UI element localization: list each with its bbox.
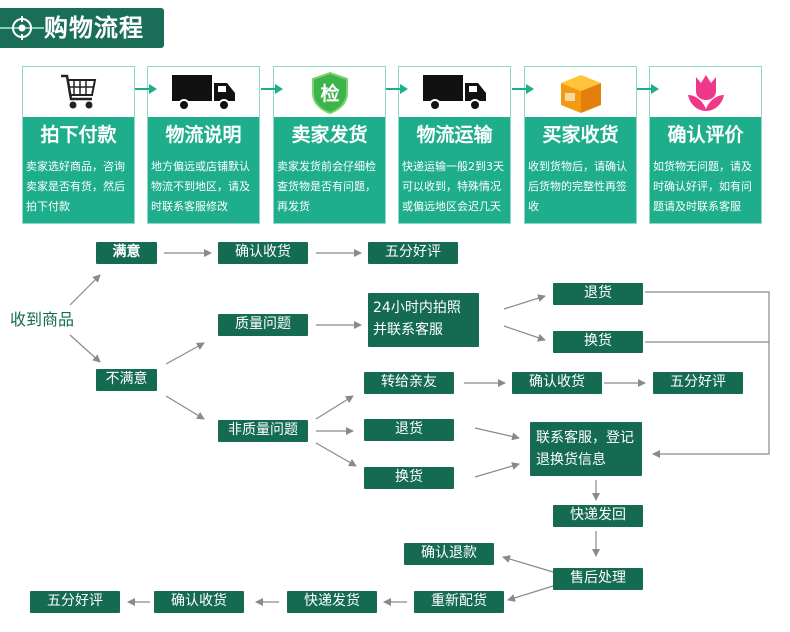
delivery-truck-icon bbox=[172, 75, 235, 111]
step-card-buyer-receive: 买家收货 收到货物后，请确认后货物的完整性再签收 bbox=[524, 66, 637, 224]
step-title: 物流运输 bbox=[416, 124, 493, 146]
node-receive-goods: 收到商品 bbox=[10, 310, 75, 329]
arrow-right-icon bbox=[135, 84, 157, 94]
step-desc: 快递运输一般2到3天可以收到，特殊情况或偏远地区会迟几天 bbox=[402, 160, 504, 213]
node-return-1: 退货 bbox=[553, 283, 643, 305]
node-photo-24h: 24小时内拍照并联系客服 bbox=[368, 293, 479, 347]
node-after-sales: 售后处理 bbox=[553, 568, 643, 590]
arrow-right-icon bbox=[512, 84, 534, 94]
node-five-star-1: 五分好评 bbox=[368, 242, 458, 264]
step-band: 买家收货 收到货物后，请确认后货物的完整性再签收 bbox=[525, 117, 636, 223]
node-satisfied: 满意 bbox=[96, 242, 157, 264]
step-icon-area bbox=[148, 67, 259, 117]
tulip-flower-icon bbox=[688, 75, 724, 111]
step-band: 物流说明 地方偏远或店铺默认物流不到地区，请及时联系客服修改 bbox=[148, 117, 259, 223]
node-exchange-1: 换货 bbox=[553, 331, 643, 353]
page-title: 购物流程 bbox=[44, 14, 144, 42]
arrow-right-icon bbox=[386, 84, 408, 94]
step-band: 确认评价 如货物无问题，请及时确认好评，如有问题请及时联系客服 bbox=[650, 117, 761, 223]
node-confirm-receipt-2: 确认收货 bbox=[512, 372, 602, 394]
node-unsatisfied: 不满意 bbox=[96, 369, 157, 391]
step-card-logistics-note: 物流说明 地方偏远或店铺默认物流不到地区，请及时联系客服修改 bbox=[147, 66, 260, 224]
node-five-star-2: 五分好评 bbox=[653, 372, 743, 394]
node-gift-friend: 转给亲友 bbox=[364, 372, 454, 394]
step-card-review: 确认评价 如货物无问题，请及时确认好评，如有问题请及时联系客服 bbox=[649, 66, 762, 224]
step-icon-area bbox=[650, 67, 761, 117]
step-icon-area bbox=[525, 67, 636, 117]
node-exchange-2: 换货 bbox=[364, 467, 454, 489]
node-confirm-receipt-3: 确认收货 bbox=[154, 591, 244, 613]
step-icon-area bbox=[399, 67, 510, 117]
node-redelivery: 重新配货 bbox=[414, 591, 504, 613]
node-express-return: 快递发回 bbox=[553, 505, 643, 527]
step-desc: 地方偏远或店铺默认物流不到地区，请及时联系客服修改 bbox=[151, 160, 250, 213]
node-five-star-3: 五分好评 bbox=[30, 591, 120, 613]
step-title: 物流说明 bbox=[165, 124, 242, 146]
step-desc: 卖家选好商品，咨询卖家是否有货，然后拍下付款 bbox=[26, 160, 125, 213]
step-title: 卖家发货 bbox=[291, 124, 368, 146]
package-box-icon bbox=[561, 75, 601, 113]
step-title: 拍下付款 bbox=[40, 124, 117, 146]
step-icon-area: 检 bbox=[274, 67, 385, 117]
crosshair-icon bbox=[12, 16, 32, 40]
step-band: 物流运输 快递运输一般2到3天可以收到，特殊情况或偏远地区会迟几天 bbox=[399, 117, 510, 223]
arrow-right-icon bbox=[637, 84, 659, 94]
step-title: 买家收货 bbox=[542, 124, 619, 146]
step-card-pay: 拍下付款 卖家选好商品，咨询卖家是否有货，然后拍下付款 bbox=[22, 66, 135, 224]
node-confirm-receipt-1: 确认收货 bbox=[218, 242, 308, 264]
node-contact-service: 联系客服，登记退换货信息 bbox=[530, 422, 642, 476]
node-quality-issue: 质量问题 bbox=[218, 314, 308, 336]
shield-badge-text: 检 bbox=[320, 82, 339, 105]
inspection-shield-icon: 检 bbox=[312, 71, 348, 115]
step-desc: 卖家发货前会仔细检查货物是否有问题，再发货 bbox=[277, 160, 376, 213]
step-desc: 收到货物后，请确认后货物的完整性再签收 bbox=[528, 160, 627, 213]
step-card-seller-ship: 检 卖家发货 卖家发货前会仔细检查货物是否有问题，再发货 bbox=[273, 66, 386, 224]
arrow-right-icon bbox=[261, 84, 283, 94]
step-band: 卖家发货 卖家发货前会仔细检查货物是否有问题，再发货 bbox=[274, 117, 385, 223]
step-title: 确认评价 bbox=[667, 124, 744, 146]
node-return-2: 退货 bbox=[364, 419, 454, 441]
shopping-cart-icon bbox=[61, 74, 97, 109]
step-band: 拍下付款 卖家选好商品，咨询卖家是否有货，然后拍下付款 bbox=[23, 117, 134, 223]
node-confirm-refund: 确认退款 bbox=[404, 543, 494, 565]
page-header: 购物流程 bbox=[0, 8, 164, 48]
step-card-transport: 物流运输 快递运输一般2到3天可以收到，特殊情况或偏远地区会迟几天 bbox=[398, 66, 511, 224]
node-express-ship: 快递发货 bbox=[287, 591, 377, 613]
shipping-truck-icon bbox=[423, 75, 486, 111]
step-desc: 如货物无问题，请及时确认好评，如有问题请及时联系客服 bbox=[653, 160, 752, 213]
step-icon-area bbox=[23, 67, 134, 117]
node-non-quality-issue: 非质量问题 bbox=[218, 420, 308, 442]
